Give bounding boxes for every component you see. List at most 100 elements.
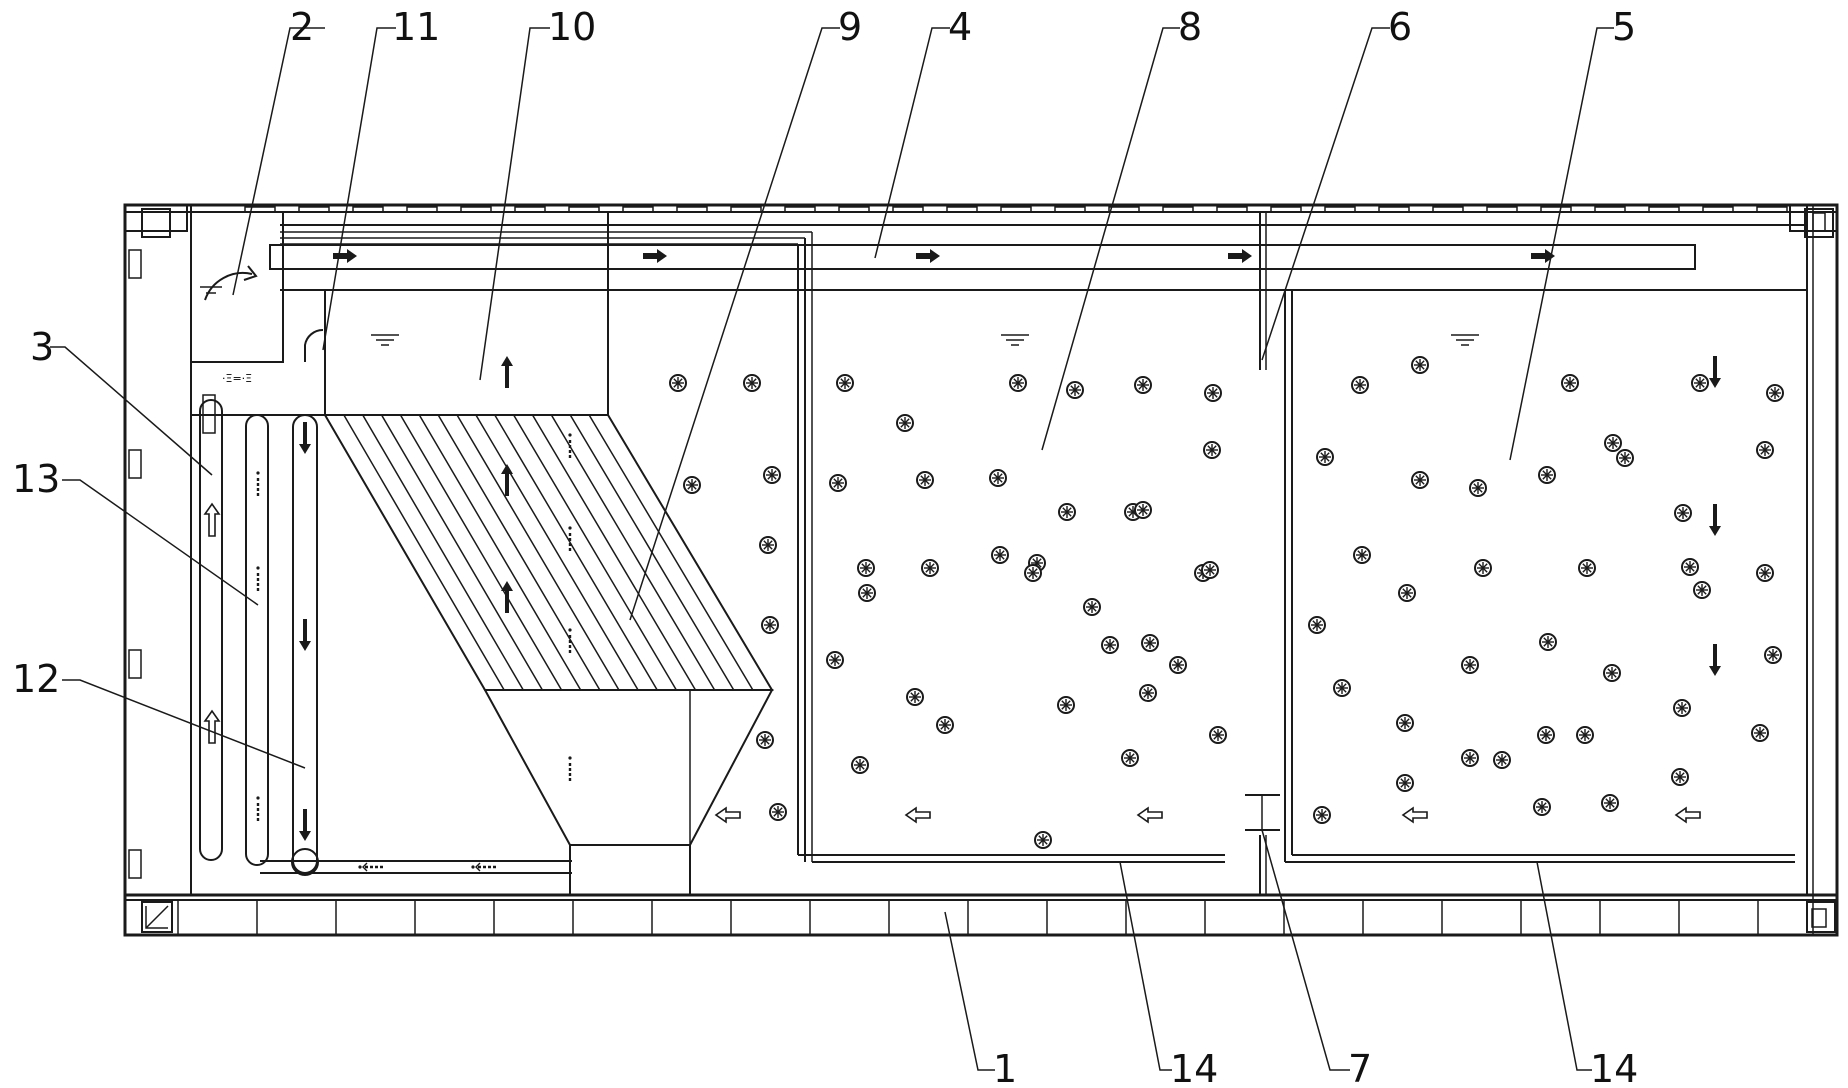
bio-media-ball [1693,581,1711,599]
bio-media-ball [829,474,847,492]
equipment-compartment: ·Ξ=·Ξ [190,211,324,385]
bio-media-ball [683,476,701,494]
roof-rib [298,206,330,213]
label-14-right: 14 [1590,1047,1638,1088]
flow-arrow-right [643,249,667,263]
bio-media-ball [1493,751,1511,769]
roof-rib [622,206,654,213]
flow-arrow-left [905,807,931,823]
bio-media-ball [1121,749,1139,767]
roof-rib [1378,206,1410,213]
bio-media-ball [761,616,779,634]
roof-rib [1054,206,1086,213]
bio-media-ball [1024,564,1042,582]
inclined-plate [494,414,658,691]
flow-arrow-up [501,356,513,388]
inclined-plate [399,414,563,691]
bio-media-ball [1671,768,1689,786]
bio-media-ball [1101,636,1119,654]
bio-media-ball [1603,664,1621,682]
roof-rib [514,206,546,213]
return-flow-mark [470,861,499,873]
roof-rib [1648,206,1680,213]
bio-media-ball [1538,466,1556,484]
return-flow-mark [567,525,573,554]
flow-arrow-right [916,249,940,263]
inclined-plate [343,414,505,691]
flow-arrow-down [1709,644,1721,676]
label-14-left: 14 [1170,1047,1218,1088]
return-flow-mark [357,861,386,873]
bio-media-ball [1756,564,1774,582]
flow-arrow-right [1228,249,1252,263]
flow-arrow-down [299,619,311,651]
bio-media-ball [1009,374,1027,392]
container-frame [123,203,1839,937]
bio-media-ball [1066,381,1084,399]
bio-media-ball [1034,831,1052,849]
label-12: 12 [12,657,60,701]
bio-media-ball [896,414,914,432]
bio-media-ball [1308,616,1326,634]
roof-rib [892,206,924,213]
inclined-plate [550,414,716,691]
bio-media-ball [1561,374,1579,392]
roof-rib [352,206,384,213]
flow-arrow-up-outline [204,503,220,537]
bio-media-ball [1601,794,1619,812]
flow-arrow-left [715,807,741,823]
label-13: 13 [12,457,60,501]
bio-media-ball [1616,449,1634,467]
roof-rib [1000,206,1032,213]
bio-media-ball [1141,634,1159,652]
bio-media-ball [743,374,761,392]
bio-media-ball [826,651,844,669]
bio-media-ball [1411,356,1429,374]
label-10: 10 [548,5,596,49]
roof-rib [1324,206,1356,213]
roof-rib [1162,206,1194,213]
bio-media-ball [1169,656,1187,674]
bio-media-ball [1201,561,1219,579]
bio-media-ball [857,559,875,577]
bio-media-ball [1461,749,1479,767]
flow-arrow-up [501,581,513,613]
bio-media-ball [1057,696,1075,714]
label-5: 5 [1612,5,1636,49]
flow-arrows [204,249,1721,873]
bio-media-ball [1578,559,1596,577]
bio-media-ball [1539,633,1557,651]
flow-arrow-up-outline [204,710,220,744]
label-8: 8 [1178,5,1202,49]
bio-media-ball [759,536,777,554]
roof-rib [568,206,600,213]
bio-media-ball [1674,504,1692,522]
bio-media-ball [1083,598,1101,616]
inclined-plate [588,414,754,691]
roof-rib [1216,206,1248,213]
label-11: 11 [392,5,440,49]
air-pipe [269,224,1807,862]
roof-rib [676,206,708,213]
flow-arrow-left [1675,807,1701,823]
bio-media-ball [1604,434,1622,452]
bio-media-ball [1396,714,1414,732]
return-flow-mark [255,795,261,824]
flow-arrow-down [299,422,311,454]
flow-arrow-left [1402,807,1428,823]
vertical-pipes [191,394,572,876]
bio-media-ball [858,584,876,602]
inclined-plate [437,414,601,691]
bio-media-ball [1673,699,1691,717]
roof-rib [838,206,870,213]
inclined-plate [513,414,677,691]
bio-media-ball [1411,471,1429,489]
bio-media-ball [989,469,1007,487]
return-flow-mark [567,432,573,461]
roof-rib [1756,206,1788,213]
label-7: 7 [1348,1047,1372,1088]
inclined-plate [475,414,639,691]
bio-media-ball [1576,726,1594,744]
bio-media-ball [1351,376,1369,394]
